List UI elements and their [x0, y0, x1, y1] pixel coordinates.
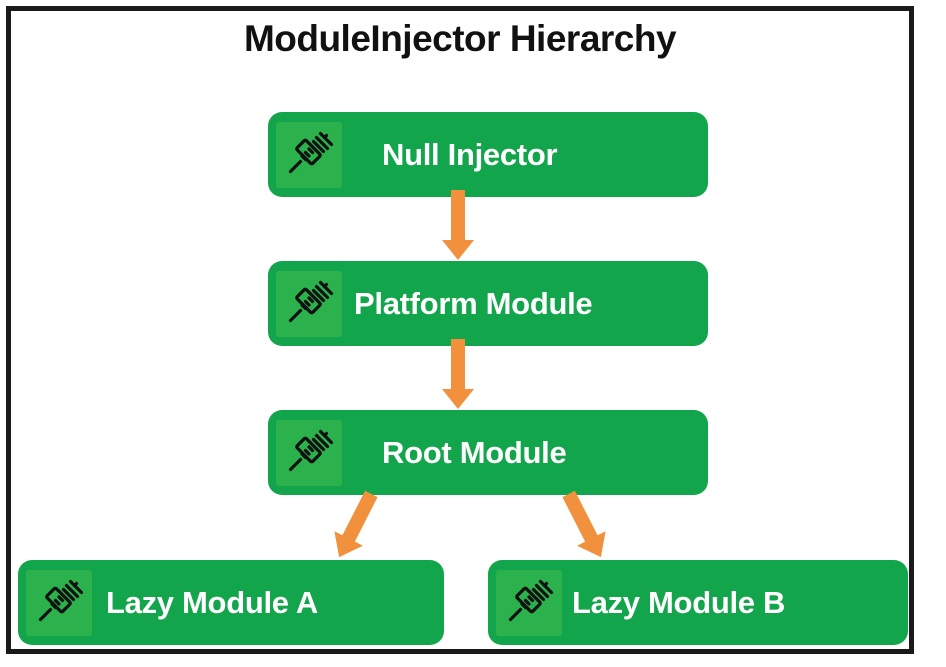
node-root-module[interactable]: Root Module — [268, 410, 708, 495]
node-label: Lazy Module A — [106, 584, 318, 620]
arrow-root-to-lazy-a — [334, 490, 378, 558]
arrow-root-to-lazy-b — [562, 490, 606, 558]
syringe-icon — [26, 569, 92, 636]
syringe-icon — [276, 419, 342, 486]
node-label: Null Injector — [382, 136, 558, 172]
node-platform-module[interactable]: Platform Module — [268, 261, 708, 346]
node-label: Root Module — [382, 434, 567, 470]
node-lazy-module-b[interactable]: Lazy Module B — [488, 560, 908, 645]
node-null-injector[interactable]: Null Injector — [268, 112, 708, 197]
arrow-platform-to-root — [442, 339, 474, 409]
syringe-icon — [276, 270, 342, 337]
arrow-null-to-platform — [442, 190, 474, 260]
node-lazy-module-a[interactable]: Lazy Module A — [18, 560, 444, 645]
syringe-icon — [276, 121, 342, 188]
syringe-icon — [496, 569, 562, 636]
diagram-title: ModuleInjector Hierarchy — [243, 18, 677, 59]
node-label: Lazy Module B — [572, 584, 786, 620]
node-label: Platform Module — [354, 285, 593, 321]
